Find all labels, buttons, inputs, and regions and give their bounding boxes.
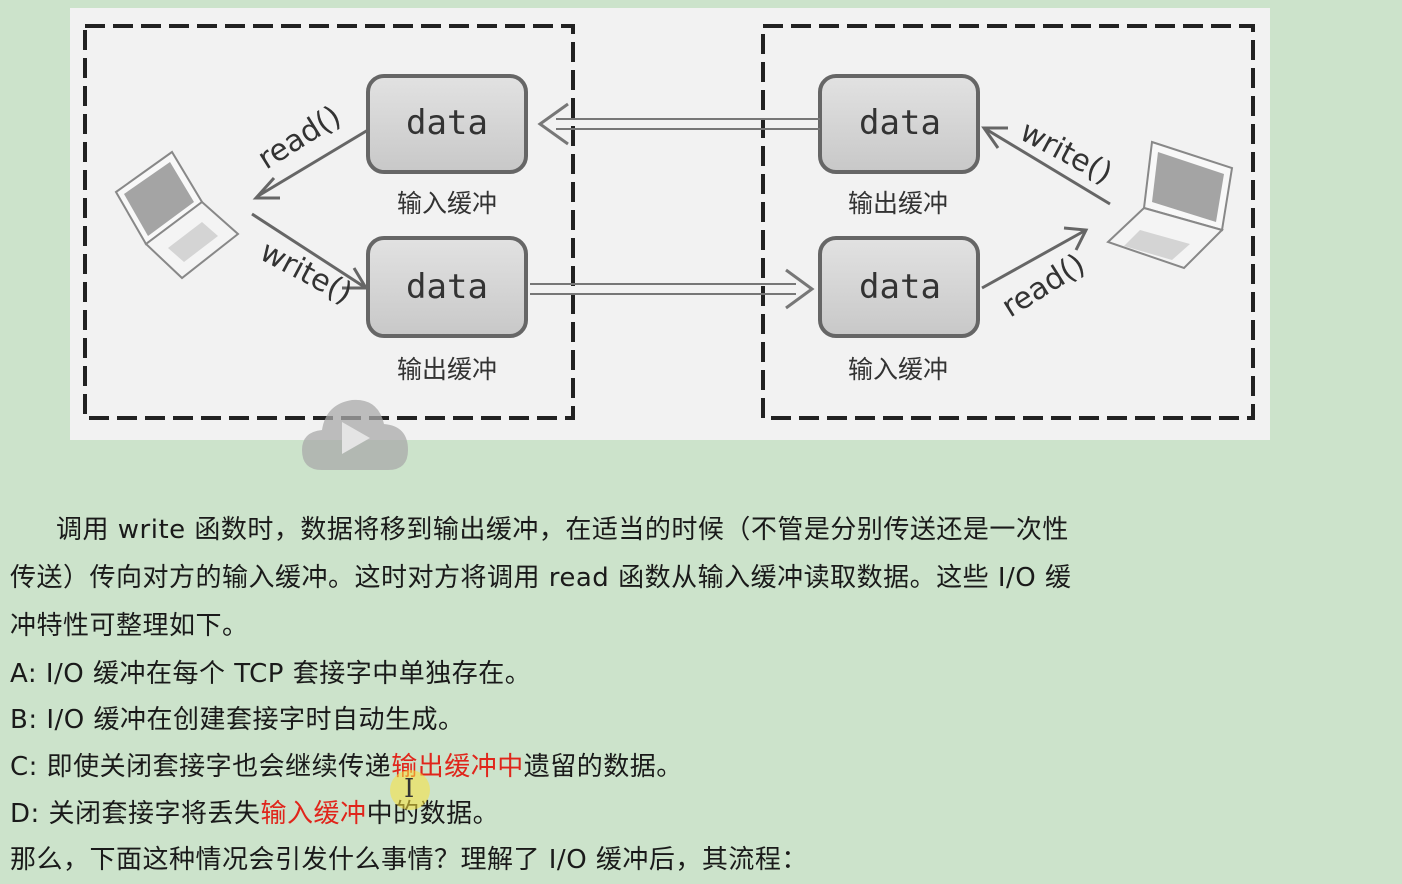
- right-host-frame: [761, 24, 1255, 420]
- right-output-buffer-caption: 输出缓冲: [848, 189, 948, 218]
- io-buffer-diagram: data data data data 输入缓冲 输出缓冲 输出缓冲 输入缓冲: [70, 8, 1270, 440]
- cursor-highlight: [390, 770, 430, 810]
- left-write-arrow: [251, 212, 369, 290]
- intro-line-1: 调用 write 函数时，数据将移到输出缓冲，在适当的时候（不管是分别传送还是一…: [10, 506, 1240, 554]
- left-laptop-icon: [114, 150, 240, 280]
- left-read-arrow: [252, 128, 369, 200]
- left-input-data-label: data: [406, 103, 488, 143]
- item-c-tail: 遗留的数据。: [523, 752, 683, 782]
- intro-line-2: 传送）传向对方的输入缓冲。这时对方将调用 read 函数从输入缓冲读取数据。这些…: [10, 563, 1072, 593]
- left-read-label: read(): [252, 99, 348, 177]
- right-write-label: write(): [1014, 114, 1118, 191]
- intro-paragraph: 调用 write 函数时，数据将移到输出缓冲，在适当的时候（不管是分别传送还是一…: [10, 506, 1240, 650]
- text-cursor-icon: I: [404, 774, 415, 804]
- item-d-highlight: 输入缓冲: [260, 799, 367, 829]
- right-input-buffer-caption: 输入缓冲: [848, 355, 948, 384]
- left-input-buffer-caption: 输入缓冲: [397, 189, 497, 218]
- list-item-b: B: I/O 缓冲在创建套接字时自动生成。: [10, 705, 465, 735]
- list-item-e: 那么，下面这种情况会引发什么事情？理解了 I/O 缓冲后，其流程：: [10, 845, 808, 875]
- left-write-label: write(): [254, 234, 358, 311]
- item-d-tail: 中的数据。: [366, 799, 500, 829]
- right-laptop-icon: [1106, 140, 1234, 270]
- list-item-c: C: 即使关闭套接字也会继续传递输出缓冲中遗留的数据。: [10, 743, 683, 791]
- right-input-buffer-box: [818, 236, 980, 338]
- right-write-arrow: [981, 126, 1111, 206]
- intro-line-3: 冲特性可整理如下。: [10, 611, 249, 641]
- right-output-buffer-box: [818, 74, 980, 174]
- item-c-text: C: 即使关闭套接字也会继续传递: [10, 752, 392, 782]
- right-input-data-label: data: [859, 267, 941, 307]
- intro-line-1-text: 调用 write 函数时，数据将移到输出缓冲，在适当的时候（不管是分别传送还是一…: [56, 515, 1069, 545]
- left-input-buffer-box: [366, 74, 528, 174]
- item-d-text: D: 关闭套接字将丢失: [10, 799, 261, 829]
- right-output-data-label: data: [859, 103, 941, 143]
- video-play-icon[interactable]: [300, 396, 410, 474]
- transfer-arrow-left-to-right: [530, 268, 815, 310]
- left-output-buffer-caption: 输出缓冲: [397, 355, 497, 384]
- list-item-a: A: I/O 缓冲在每个 TCP 套接字中单独存在。: [10, 659, 532, 689]
- right-read-label: read(): [996, 247, 1092, 325]
- diagram-canvas: data data data data 输入缓冲 输出缓冲 输出缓冲 输入缓冲: [83, 24, 1255, 420]
- left-output-data-label: data: [406, 267, 488, 307]
- list-item-d: D: 关闭套接字将丢失输入缓冲中的数据。: [10, 790, 499, 838]
- right-read-arrow: [981, 226, 1089, 290]
- left-output-buffer-box: [366, 236, 528, 338]
- transfer-arrow-right-to-left: [537, 102, 820, 146]
